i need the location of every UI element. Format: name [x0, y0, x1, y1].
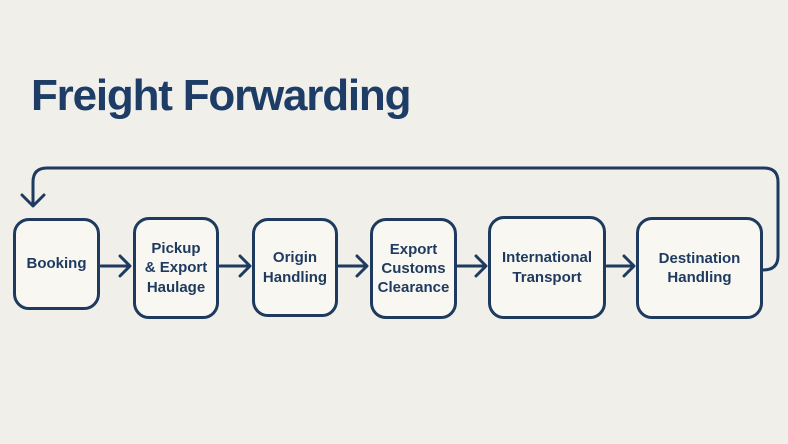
- flow-step-label: International Transport: [501, 249, 592, 286]
- flow-step-origin-handling: Origin Handling: [252, 218, 338, 317]
- feedback-loop-arrow: [20, 166, 780, 272]
- arrow-right-icon: [218, 254, 252, 278]
- flow-step-label: Origin Handling: [262, 249, 328, 286]
- arrow-right-icon: [605, 254, 636, 278]
- flow-step-destination-handling: Destination Handling: [636, 217, 763, 319]
- flow-step-label: Booking: [26, 255, 87, 273]
- flow-step-export-customs-clearance: Export Customs Clearance: [370, 218, 457, 319]
- flow-step-label: Export Customs Clearance: [377, 240, 450, 297]
- page-title: Freight Forwarding: [31, 71, 411, 120]
- arrow-right-icon: [99, 254, 132, 278]
- flow-step-booking: Booking: [13, 218, 100, 310]
- flow-step-pickup-export-haulage: Pickup & Export Haulage: [133, 217, 219, 319]
- flow-step-label: Pickup & Export Haulage: [144, 240, 208, 296]
- flow-step-international-transport: International Transport: [488, 216, 606, 319]
- arrow-right-icon: [456, 254, 488, 278]
- arrow-right-icon: [337, 254, 369, 278]
- flow-step-label: Destination Handling: [658, 249, 741, 286]
